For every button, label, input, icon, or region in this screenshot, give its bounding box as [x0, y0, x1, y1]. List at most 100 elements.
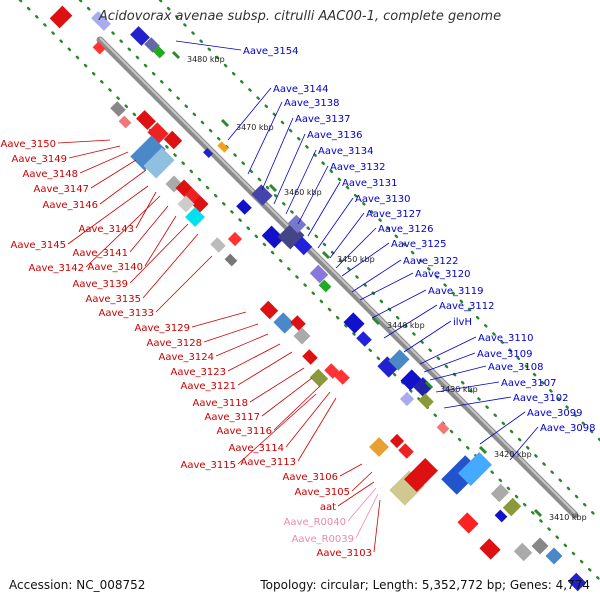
leader-line	[317, 197, 354, 249]
leader-line	[359, 272, 414, 301]
leader-line	[419, 336, 477, 365]
gene-block	[130, 135, 166, 171]
genome-backbone	[96, 36, 579, 519]
leader-line	[429, 365, 487, 381]
tick-mark	[220, 118, 230, 128]
tick-mark	[424, 380, 434, 390]
forward-strand-genes	[91, 11, 587, 592]
gene-block	[545, 547, 563, 565]
gene-block	[130, 26, 150, 46]
gene-block	[458, 452, 492, 486]
gene-block	[309, 368, 329, 388]
reverse-gene-label: Aave_3142	[29, 263, 85, 274]
forward-gene-label: Aave_3138	[284, 98, 340, 109]
leader-line	[90, 159, 137, 189]
gene-block	[91, 11, 111, 31]
leader-line	[249, 367, 305, 403]
reverse-gene-label: Aave_3117	[205, 412, 261, 423]
reverse-gene-label: Aave_3128	[147, 338, 203, 349]
leader-line	[203, 323, 259, 343]
leader-line	[99, 169, 147, 205]
tick-label: 3450 kbp	[337, 255, 375, 264]
leader-line	[435, 381, 500, 393]
leader-line	[373, 499, 381, 553]
reverse-gene-label: Aave_3121	[181, 381, 237, 392]
gene-block	[293, 236, 313, 256]
gene-block	[152, 45, 166, 59]
gene-block	[251, 184, 273, 206]
forward-gene-label: ilvH	[453, 317, 472, 328]
reverse-gene-label: Aave_3116	[217, 426, 273, 437]
reverse-gene-label: Aave_3135	[86, 294, 142, 305]
gene-block	[389, 433, 405, 449]
reverse-gene-label: Aave_3149	[12, 154, 68, 165]
leader-line	[237, 393, 317, 465]
reverse-gene-label: Aave_3103	[317, 548, 373, 559]
leader-line	[261, 117, 294, 191]
gene-block	[259, 300, 279, 320]
leader-line	[443, 396, 512, 409]
reverse-gene-labels: Aave_3150Aave_3149Aave_3148Aave_3147Aave…	[1, 139, 381, 559]
forward-gene-label: Aave_3136	[307, 130, 363, 141]
leader-line	[339, 463, 363, 477]
gene-block	[224, 253, 238, 267]
gene-block	[210, 237, 226, 253]
reverse-gene-label: Aave_3105	[295, 487, 351, 498]
leader-line	[509, 426, 539, 461]
forward-gene-label: Aave_3132	[330, 162, 386, 173]
genome-summary-text: Topology: circular; Length: 5,352,772 bp…	[260, 578, 590, 592]
gene-block	[494, 509, 508, 523]
reverse-gene-label: Aave_3113	[241, 457, 297, 468]
gene-block	[513, 542, 533, 562]
forward-gene-label: Aave_3110	[478, 333, 534, 344]
forward-gene-label: Aave_3120	[415, 269, 471, 280]
gene-block	[217, 141, 229, 153]
gene-block	[490, 483, 510, 503]
leader-line	[85, 195, 161, 268]
leader-line	[227, 343, 281, 372]
tick-mark	[268, 183, 278, 193]
leader-line	[403, 320, 452, 353]
gene-block	[185, 207, 205, 227]
forward-gene-label: Aave_3108	[488, 362, 544, 373]
gene-block	[436, 421, 450, 435]
forward-gene-label: Aave_3098	[540, 423, 596, 434]
reverse-gene-label: Aave_3123	[171, 367, 227, 378]
gene-block	[399, 391, 415, 407]
reverse-gene-label: aat	[320, 502, 336, 513]
forward-gene-label: Aave_3144	[273, 84, 329, 95]
gene-block	[136, 110, 156, 130]
tick-label: 3460 kbp	[284, 188, 322, 197]
forward-gene-label: Aave_3154	[243, 46, 299, 57]
gene-block	[343, 312, 365, 334]
gene-block	[287, 214, 307, 234]
tick-mark	[371, 316, 381, 326]
leader-line	[285, 149, 317, 215]
leader-line	[329, 212, 365, 259]
gene-block	[302, 349, 318, 365]
tick-label: 3470 kbp	[236, 123, 274, 132]
leader-line	[261, 377, 313, 417]
gene-block	[388, 349, 410, 371]
gene-block	[293, 327, 311, 345]
reverse-gene-label: Aave_3146	[43, 200, 99, 211]
gene-block	[318, 279, 332, 293]
forward-gene-label: Aave_3099	[527, 408, 583, 419]
forward-gene-label: Aave_3109	[477, 349, 533, 360]
gene-block	[163, 130, 183, 150]
gene-block	[418, 393, 434, 409]
forward-gene-label: Aave_3126	[378, 224, 434, 235]
gene-block	[404, 458, 438, 492]
gene-block	[479, 538, 501, 560]
gene-block	[457, 512, 479, 534]
forward-gene-label: Aave_3125	[391, 239, 447, 250]
leader-line	[371, 289, 427, 319]
forward-gene-labels: Aave_3154Aave_3144Aave_3138Aave_3137Aave…	[175, 40, 596, 461]
forward-gene-label: Aave_3112	[439, 301, 495, 312]
guide-lines	[18, 0, 600, 582]
tick-mark	[171, 50, 181, 60]
leader-line	[135, 191, 157, 229]
forward-gene-label: Aave_3107	[501, 378, 557, 389]
forward-gene-label: Aave_3127	[366, 209, 422, 220]
